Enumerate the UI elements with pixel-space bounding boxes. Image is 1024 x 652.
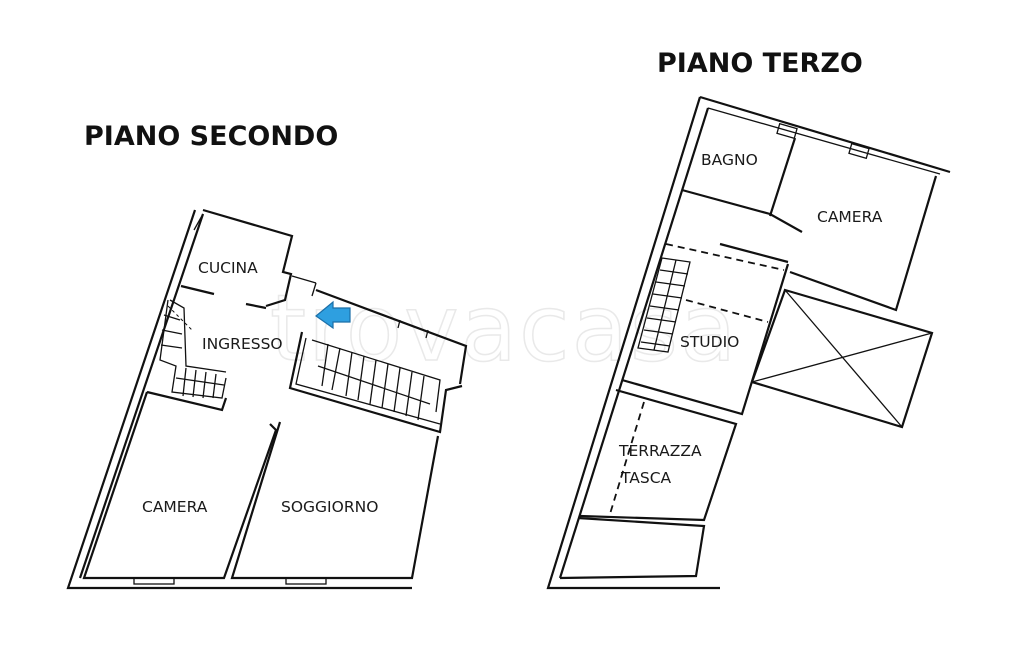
floor-plan-third-floor: PIANO TERZO xyxy=(546,48,951,590)
window-frame xyxy=(848,142,870,160)
outer-wall-inner xyxy=(558,107,710,579)
bedroom-walls xyxy=(789,175,938,312)
stairs-right xyxy=(288,288,468,434)
window-living xyxy=(285,577,327,585)
top-wall-inner xyxy=(707,107,941,175)
window-bedroom xyxy=(133,577,175,585)
bedroom-walls xyxy=(82,391,278,580)
stairs-left xyxy=(159,299,227,399)
outer-wall xyxy=(546,96,720,590)
bathroom-bottom-wall xyxy=(681,188,803,233)
bathroom-wall xyxy=(768,137,797,217)
study-walls xyxy=(621,263,790,416)
outer-wall xyxy=(66,209,412,590)
room-label-bedroom: CAMERA xyxy=(817,208,883,226)
arrow-left-icon xyxy=(315,300,351,330)
kitchen-partition-right xyxy=(245,302,267,310)
room-label-kitchen: CUCINA xyxy=(198,259,258,277)
dashed-line xyxy=(665,243,785,271)
second-floor-title: PIANO SECONDO xyxy=(84,121,338,152)
kitchen-corner xyxy=(193,213,204,231)
room-label-entrance: INGRESSO xyxy=(202,335,283,353)
third-floor-title: PIANO TERZO xyxy=(657,48,863,79)
room-label-study: STUDIO xyxy=(680,333,739,351)
lower-room-walls xyxy=(559,516,706,580)
top-wall xyxy=(699,95,951,174)
dashed-line xyxy=(685,299,769,323)
stairs-third-floor xyxy=(637,257,691,353)
terrace-walls xyxy=(579,388,738,522)
hall-wall-2 xyxy=(311,282,317,297)
hall-wall xyxy=(291,275,317,284)
floor-plan-second-floor: PIANO SECONDO xyxy=(66,121,468,590)
outer-wall-inner xyxy=(78,213,205,579)
corridor-partition xyxy=(719,242,789,264)
void-opening xyxy=(750,288,934,429)
room-label-bathroom: BAGNO xyxy=(701,151,758,169)
bedroom-top-wall xyxy=(146,390,228,412)
window-frame xyxy=(776,122,798,140)
room-label-bedroom: CAMERA xyxy=(142,498,208,516)
kitchen-partition-left xyxy=(180,284,215,296)
room-label-terrace-pocket: TASCA xyxy=(620,469,672,487)
kitchen-walls xyxy=(202,208,294,308)
room-label-terrace: TERRAZZA xyxy=(618,442,702,460)
dashed-line xyxy=(609,401,645,515)
room-label-living-room: SOGGIORNO xyxy=(281,498,378,516)
